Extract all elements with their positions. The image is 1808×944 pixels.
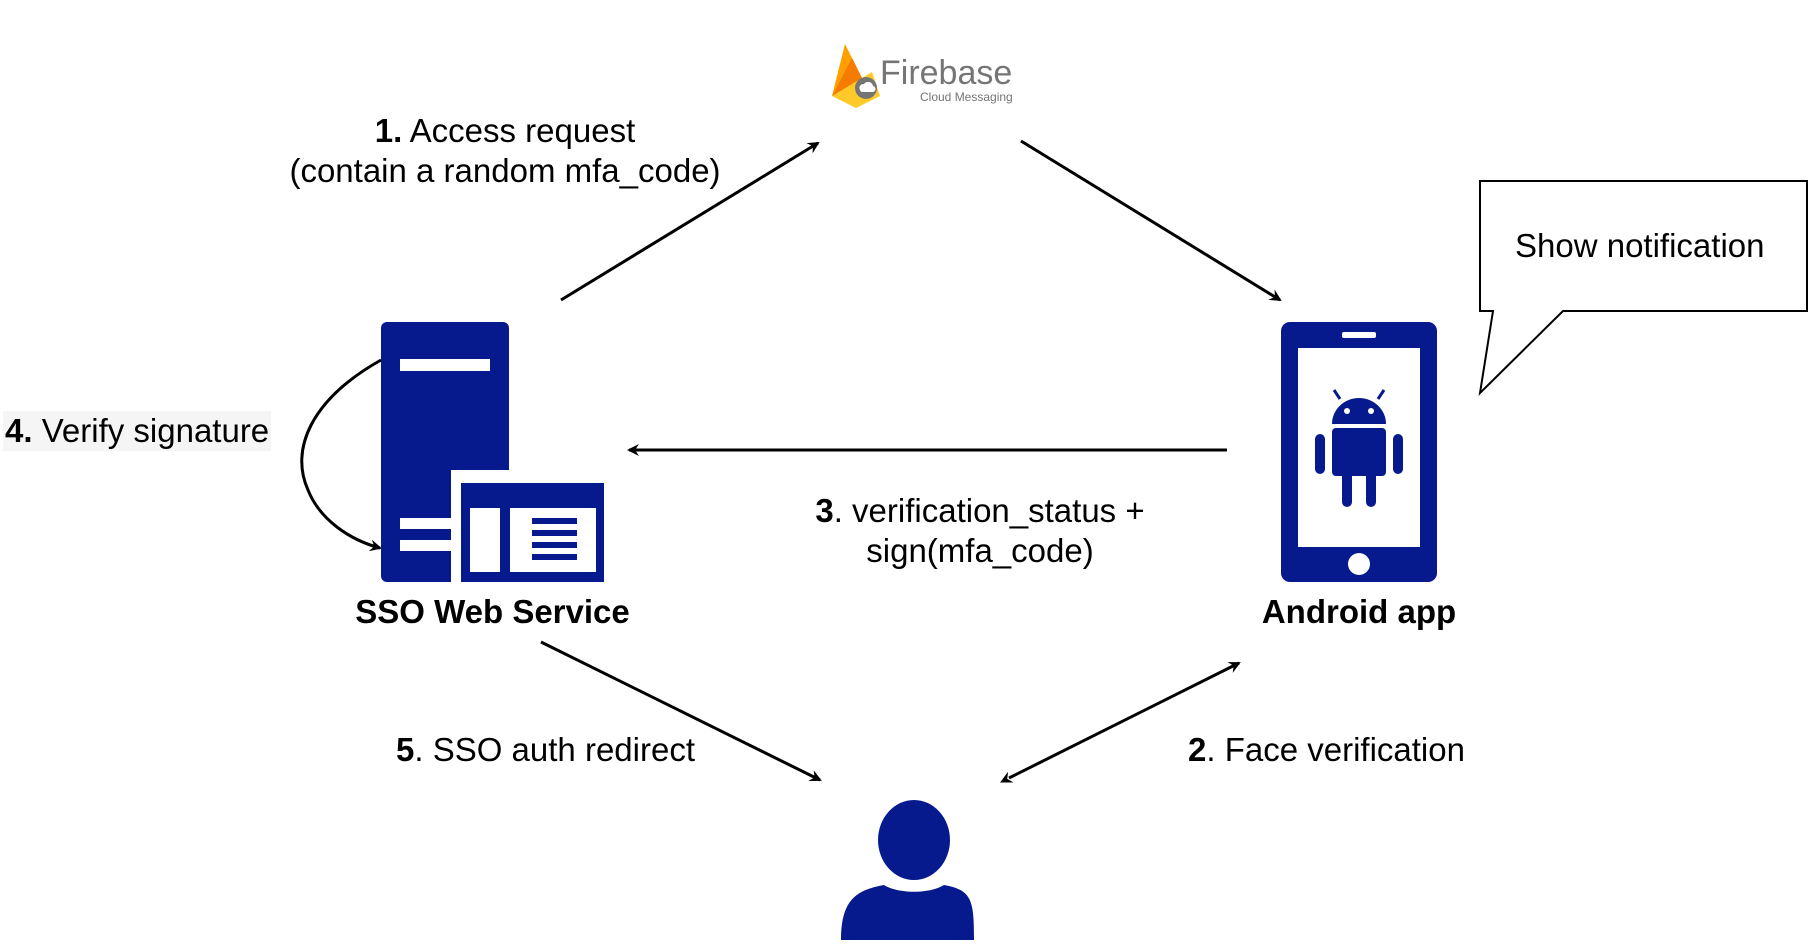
step5-number: 5 [396, 731, 415, 768]
arrow-step4 [300, 358, 382, 552]
user-icon [841, 800, 974, 940]
step1-number: 1. [374, 112, 403, 149]
arrow-step5 [540, 640, 822, 782]
step2-number: 2 [1188, 731, 1207, 768]
step4-number: 4. [5, 412, 33, 449]
step1-label: 1. Access request (contain a random mfa_… [282, 111, 728, 191]
android-robot-icon [1315, 389, 1403, 507]
server-with-browser-icon [381, 322, 611, 582]
step3-line2: sign(mfa_code) [866, 532, 1094, 569]
arrow-push-notification [1020, 139, 1282, 302]
firebase-subtitle: Cloud Messaging [920, 90, 1013, 104]
arrow-step2 [1000, 661, 1241, 783]
android-phone-icon [1281, 322, 1437, 582]
step1-text: Access request [402, 112, 636, 149]
step1-line2: (contain a random mfa_code) [289, 152, 721, 189]
step2-label: 2. Face verification [1188, 730, 1465, 770]
step5-label: 5. SSO auth redirect [396, 730, 695, 770]
step2-text: . Face verification [1206, 731, 1465, 768]
firebase-flame-icon [832, 44, 880, 108]
step3-number: 3 [815, 492, 834, 529]
step4-text: Verify signature [32, 412, 270, 449]
step3-text: . verification_status + [833, 492, 1145, 529]
arrow-step1 [560, 141, 820, 302]
sso-web-service-label: SSO Web Service [355, 593, 630, 630]
notification-callout [1478, 180, 1808, 396]
step5-text: . SSO auth redirect [414, 731, 695, 768]
step3-label: 3. verification_status + sign(mfa_code) [780, 491, 1180, 571]
step4-label: 4. Verify signature [3, 411, 272, 451]
firebase-title: Firebase [880, 54, 1013, 92]
callout-text: Show notification [1515, 227, 1765, 264]
android-app-label: Android app [1261, 593, 1457, 630]
